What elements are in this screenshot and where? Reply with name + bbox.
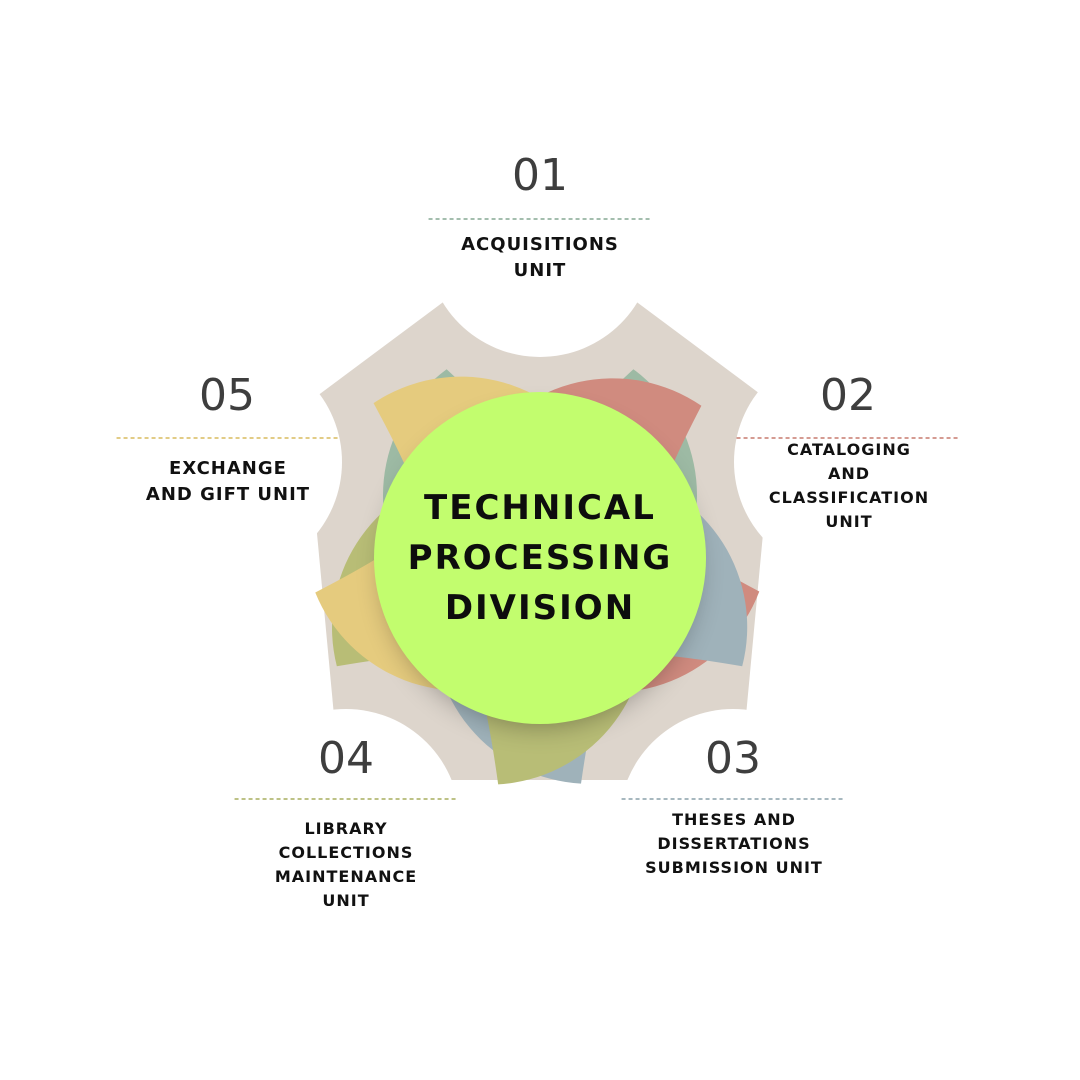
center-circle bbox=[374, 392, 706, 724]
unit-label-acquisitions: ACQUISITIONS UNIT bbox=[461, 234, 619, 281]
unit-number-02: 02 bbox=[820, 370, 876, 421]
unit-inner-circle-theses bbox=[619, 709, 847, 937]
unit-inner-circle-exchange-gift bbox=[114, 348, 342, 576]
unit-number-05: 05 bbox=[199, 370, 255, 421]
unit-label-theses: THESES AND DISSERTATIONS SUBMISSION UNIT bbox=[645, 810, 823, 877]
unit-inner-circle-acquisitions bbox=[426, 129, 654, 357]
unit-inner-circle-library-collections bbox=[232, 709, 460, 937]
unit-label-exchange-gift: EXCHANGE AND GIFT UNIT bbox=[145, 458, 311, 505]
center-title: TECHNICAL PROCESSING DIVISION bbox=[407, 488, 673, 628]
unit-label-cataloging: CATALOGING AND CLASSIFICATION UNIT bbox=[768, 440, 930, 531]
unit-number-04: 04 bbox=[318, 733, 374, 784]
unit-inner-circle-cataloging bbox=[734, 348, 962, 576]
unit-number-03: 03 bbox=[705, 733, 761, 784]
unit-label-library-collections: LIBRARY COLLECTIONS MAINTENANCE UNIT bbox=[274, 819, 418, 910]
unit-number-01: 01 bbox=[512, 150, 568, 201]
